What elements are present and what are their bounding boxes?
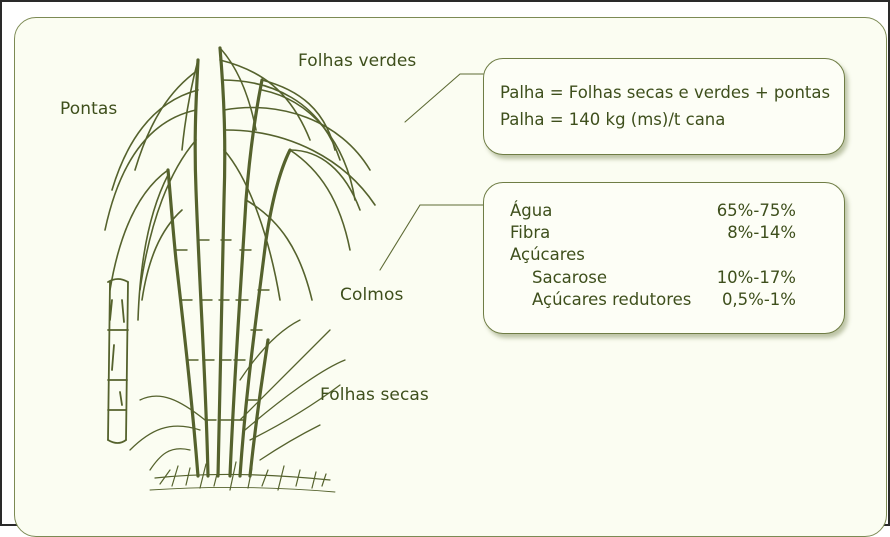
label-colmos: Colmos (340, 285, 403, 305)
cut-stalk-segment (108, 279, 128, 443)
leader-line-colmos (380, 205, 483, 270)
composition-row-agua: Água 65%-75% (484, 201, 846, 223)
palha-line-1: Palha = Folhas secas e verdes + pontas (500, 83, 830, 102)
composition-box: Água 65%-75% Fibra 8%-14% Açúcares Sacar… (483, 182, 845, 334)
composition-row-acucares: Açúcares (484, 245, 846, 267)
label-pontas: Pontas (60, 99, 117, 119)
composition-name: Fibra (510, 223, 550, 242)
composition-value: 8%-14% (727, 223, 796, 242)
label-folhas-verdes: Folhas verdes (298, 51, 416, 71)
composition-name: Água (510, 201, 552, 220)
ground-grass (150, 462, 335, 492)
composition-value: 10%-17% (717, 268, 796, 287)
composition-name: Açúcares redutores (532, 290, 691, 309)
composition-row-acucares-redutores: Açúcares redutores 0,5%-1% (484, 290, 846, 312)
composition-row-fibra: Fibra 8%-14% (484, 223, 846, 245)
composition-value: 65%-75% (717, 201, 796, 220)
palha-line-2: Palha = 140 kg (ms)/t cana (500, 110, 725, 129)
leader-lines (380, 74, 483, 270)
composition-name: Sacarose (532, 268, 607, 287)
palha-box: Palha = Folhas secas e verdes + pontas P… (483, 58, 845, 155)
composition-row-sacarose: Sacarose 10%-17% (484, 268, 846, 290)
composition-name: Açúcares (510, 245, 585, 264)
composition-value: 0,5%-1% (722, 290, 796, 309)
leader-line-palha (405, 74, 483, 122)
label-folhas-secas: Folhas secas (320, 385, 429, 405)
